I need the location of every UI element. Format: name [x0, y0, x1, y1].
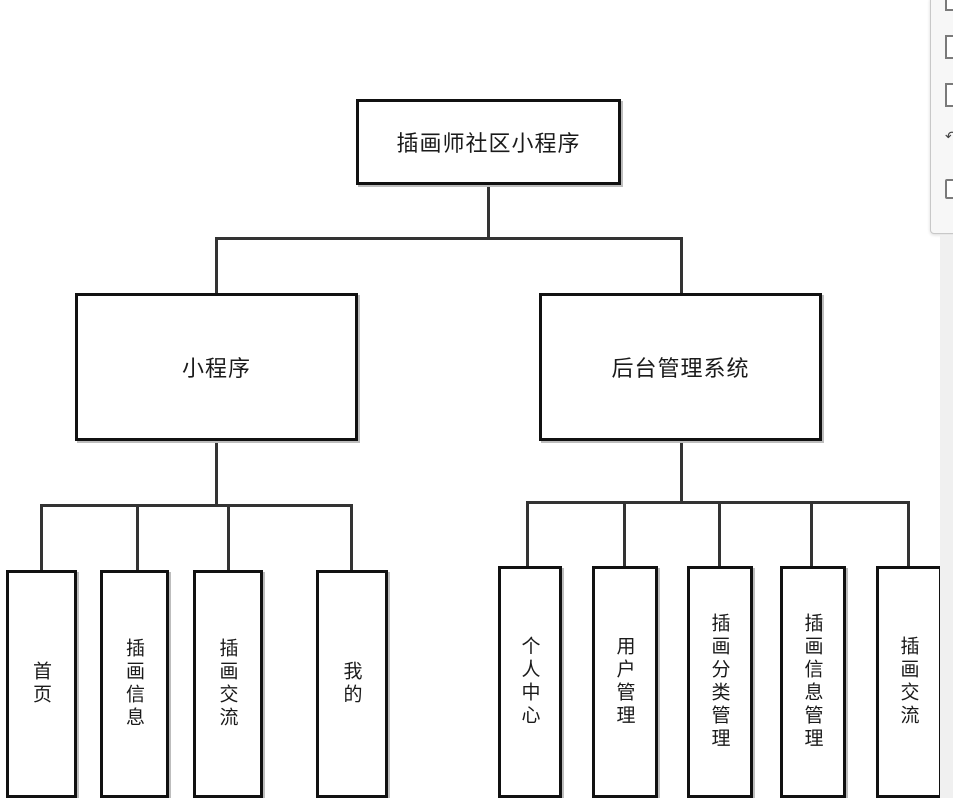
leaf-node-home: 首页	[6, 570, 77, 798]
leaf-node-user-management: 用户管理	[592, 566, 658, 798]
root-node: 插画师社区小程序	[356, 99, 621, 185]
leaf-label: 首页	[30, 661, 52, 707]
leaf-label: 个人中心	[518, 636, 541, 728]
connector-drop	[40, 504, 43, 571]
connector-miniprogram-bar	[40, 504, 353, 507]
connector-drop	[350, 504, 353, 571]
connector-drop	[907, 501, 910, 567]
connector-drop	[526, 501, 529, 567]
comment-icon[interactable]	[945, 179, 953, 199]
leaf-node-mine: 我的	[316, 570, 388, 798]
undo-icon[interactable]: ↶	[945, 129, 953, 145]
leaf-label: 插画信息管理	[801, 613, 824, 751]
leaf-label: 插画交流	[897, 636, 920, 728]
connector-drop	[136, 504, 139, 571]
leaf-label: 我的	[340, 661, 363, 707]
root-label: 插画师社区小程序	[396, 132, 581, 157]
connector-drop	[718, 501, 721, 567]
leaf-node-exchange: 插画交流	[876, 566, 942, 798]
leaf-node-personal-center: 个人中心	[498, 566, 562, 798]
leaf-label: 插画交流	[216, 638, 239, 730]
leaf-label: 插画信息	[123, 638, 145, 730]
page-icon[interactable]	[945, 83, 953, 107]
miniprogram-node: 小程序	[75, 293, 358, 441]
leaf-node-illustration-info: 插画信息	[100, 570, 169, 798]
side-toolbar: ↶	[930, 0, 953, 234]
admin-system-node: 后台管理系统	[539, 293, 822, 441]
leaf-label: 用户管理	[613, 636, 636, 728]
leaf-node-info-management: 插画信息管理	[780, 566, 846, 798]
connector-level1-bar	[215, 237, 683, 240]
leaf-node-category-management: 插画分类管理	[687, 566, 753, 798]
scrollbar-track[interactable]	[940, 236, 953, 798]
page-icon[interactable]	[945, 35, 953, 59]
connector-to-miniprogram	[215, 237, 218, 294]
page-icon[interactable]	[945, 0, 953, 11]
connector-to-admin	[680, 237, 683, 294]
connector-root-down	[487, 184, 490, 239]
connector-drop	[623, 501, 626, 567]
admin-system-label: 后台管理系统	[611, 357, 750, 382]
connector-drop	[810, 501, 813, 567]
connector-drop	[227, 504, 230, 571]
connector-miniprogram-down	[215, 440, 218, 506]
leaf-label: 插画分类管理	[708, 613, 731, 751]
leaf-node-illustration-exchange: 插画交流	[193, 570, 263, 798]
miniprogram-label: 小程序	[181, 357, 251, 382]
connector-admin-down	[680, 440, 683, 503]
